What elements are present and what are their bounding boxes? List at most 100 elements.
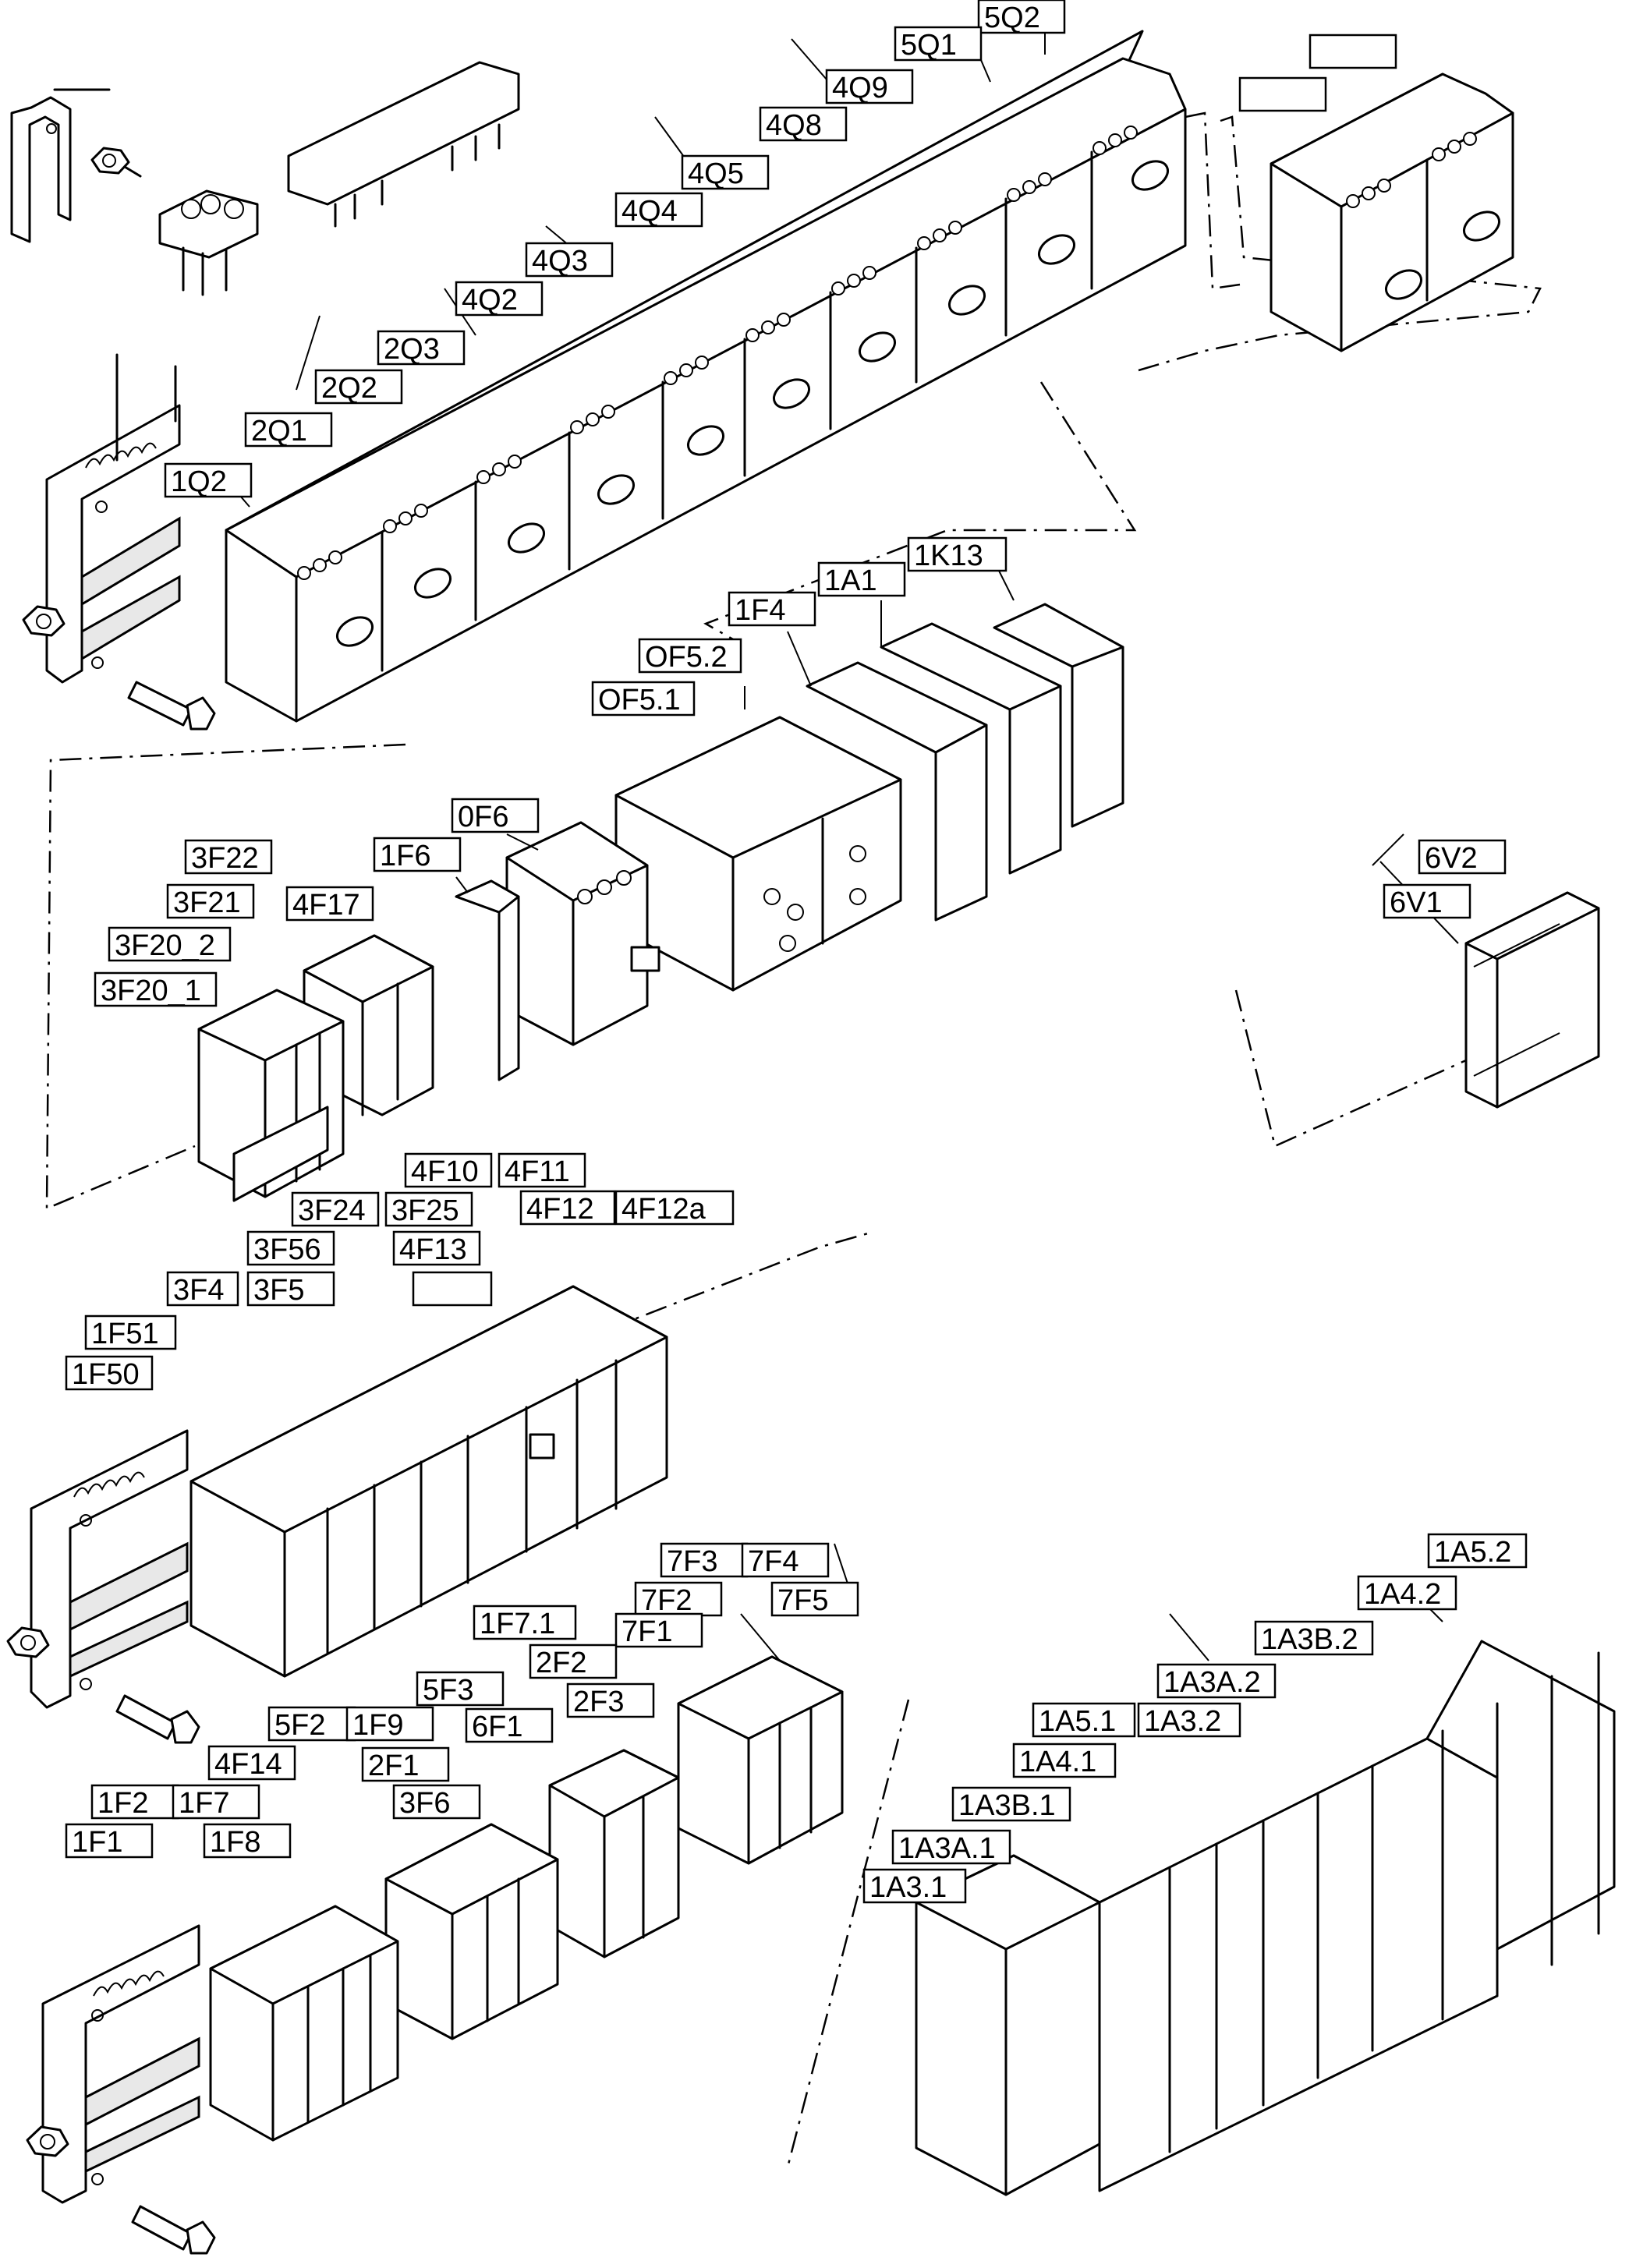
svg-text:4Q5: 4Q5 <box>688 157 744 190</box>
svg-text:4F12: 4F12 <box>526 1193 594 1226</box>
tag-3f24: 3F24 <box>291 1191 380 1227</box>
breaker-modules <box>381 150 1093 672</box>
tag-1a3-2: 1A3.2 <box>1137 1702 1241 1738</box>
tag-4q3: 4Q3 <box>525 242 614 278</box>
svg-text:1F4: 1F4 <box>735 594 785 627</box>
svg-text:1F8: 1F8 <box>210 1826 260 1859</box>
svg-text:3F20_2: 3F20_2 <box>115 929 215 962</box>
tag-6f1: 6F1 <box>465 1707 554 1743</box>
svg-text:1A3.1: 1A3.1 <box>869 1871 947 1904</box>
tag-4f11: 4F11 <box>498 1152 586 1188</box>
tag-7f4: 7F4 <box>741 1542 830 1578</box>
svg-text:1A5.2: 1A5.2 <box>1434 1536 1511 1569</box>
tag-2f3: 2F3 <box>566 1682 655 1718</box>
svg-text:4Q2: 4Q2 <box>462 284 518 317</box>
tag-2f2: 2F2 <box>529 1644 618 1679</box>
tag-blank-2 <box>1238 76 1327 112</box>
din-rail-mid-left <box>45 353 181 684</box>
hex-nut-bottom <box>26 2125 69 2157</box>
svg-text:5F3: 5F3 <box>423 1674 473 1707</box>
svg-text:1K13: 1K13 <box>914 540 983 572</box>
svg-text:4Q9: 4Q9 <box>832 72 888 104</box>
contactor-block-of5 <box>614 716 902 992</box>
tag-7f1: 7F1 <box>614 1612 703 1648</box>
tag-4q2: 4Q2 <box>455 281 544 317</box>
svg-text:2F2: 2F2 <box>536 1647 586 1679</box>
tag-1q2: 1Q2 <box>164 462 253 498</box>
tag-1a3a-2: 1A3A.2 <box>1156 1663 1277 1699</box>
svg-text:3F21: 3F21 <box>173 886 241 919</box>
tag-blank-1 <box>1309 34 1397 69</box>
tag-1a5-2: 1A5.2 <box>1427 1533 1528 1569</box>
tag-2q3: 2Q3 <box>377 330 466 366</box>
hex-bolt-lower-mid <box>115 1694 200 1744</box>
svg-text:6V2: 6V2 <box>1425 842 1478 875</box>
tag-6v2: 6V2 <box>1418 839 1507 875</box>
svg-text:3F22: 3F22 <box>191 842 259 875</box>
tag-1f9: 1F9 <box>345 1706 434 1742</box>
svg-text:3F24: 3F24 <box>298 1194 366 1227</box>
svg-text:4F13: 4F13 <box>399 1233 467 1266</box>
tag-3f4: 3F4 <box>166 1271 239 1307</box>
tag-3f20-1: 3F20_1 <box>94 971 218 1007</box>
svg-text:1F7: 1F7 <box>179 1787 229 1820</box>
svg-text:7F5: 7F5 <box>777 1584 828 1617</box>
din-rail-bottom-left <box>41 1924 200 2204</box>
svg-text:1A3B.1: 1A3B.1 <box>958 1789 1056 1822</box>
tag-1a3b-1: 1A3B.1 <box>951 1786 1071 1822</box>
tag-6v1: 6V1 <box>1383 883 1471 919</box>
svg-text:2Q1: 2Q1 <box>251 415 307 448</box>
spare-breaker-pair <box>1270 73 1514 352</box>
svg-text:3F20_1: 3F20_1 <box>101 975 201 1007</box>
svg-text:1F7.1: 1F7.1 <box>480 1608 555 1640</box>
tag-2f1: 2F1 <box>361 1746 450 1782</box>
hex-bolt-bottom <box>131 2205 216 2255</box>
busbar-connector <box>158 189 259 296</box>
tag-3f5: 3F5 <box>246 1271 335 1307</box>
hex-nut-mid <box>22 605 66 637</box>
tag-4f12: 4F12 <box>519 1190 616 1226</box>
tag-1a3a-1: 1A3A.1 <box>891 1829 1011 1865</box>
svg-text:1A4.1: 1A4.1 <box>1019 1746 1096 1778</box>
svg-text:3F5: 3F5 <box>253 1274 304 1307</box>
tag-5f2: 5F2 <box>267 1706 356 1742</box>
svg-text:OF5.2: OF5.2 <box>645 641 728 674</box>
svg-text:2F1: 2F1 <box>368 1750 419 1782</box>
breaker-assembly-bottom <box>209 1905 399 2142</box>
svg-text:1Q2: 1Q2 <box>171 465 227 498</box>
svg-text:4Q4: 4Q4 <box>621 195 678 228</box>
svg-text:7F1: 7F1 <box>621 1615 672 1648</box>
svg-text:7F4: 7F4 <box>748 1545 799 1578</box>
svg-text:6V1: 6V1 <box>1390 886 1443 919</box>
tag-of5-1: OF5.1 <box>591 681 696 716</box>
tag-7f2: 7F2 <box>634 1581 723 1617</box>
svg-text:2Q3: 2Q3 <box>384 333 440 366</box>
svg-text:1A3A.1: 1A3A.1 <box>898 1832 996 1865</box>
tag-1f2: 1F2 <box>90 1784 179 1820</box>
tag-2q1: 2Q1 <box>244 412 333 448</box>
tag-labels: 5Q2 5Q1 4Q9 4Q8 4Q5 4Q4 4Q3 4Q2 2Q3 2Q2 … <box>65 0 1528 1904</box>
tag-blank-3 <box>412 1271 493 1307</box>
tag-5q1: 5Q1 <box>894 26 983 62</box>
tag-7f3: 7F3 <box>660 1542 749 1578</box>
breaker-group-7f <box>677 1655 844 1865</box>
tag-4q5: 4Q5 <box>681 154 770 190</box>
nut-top <box>90 147 142 178</box>
tag-1k13: 1K13 <box>907 536 1008 572</box>
tag-of5-2: OF5.2 <box>638 638 742 674</box>
svg-text:4F12a: 4F12a <box>621 1193 706 1226</box>
svg-text:1A4.2: 1A4.2 <box>1364 1578 1441 1611</box>
relay-1k13 <box>993 603 1124 828</box>
tag-4q4: 4Q4 <box>614 192 703 228</box>
tag-1f7-1: 1F7.1 <box>473 1605 577 1640</box>
breaker-assembly-mid <box>189 1285 668 1678</box>
svg-text:1F51: 1F51 <box>91 1318 159 1350</box>
svg-text:7F3: 7F3 <box>667 1545 717 1578</box>
svg-text:1F9: 1F9 <box>352 1709 403 1742</box>
hex-bolt-mid <box>127 681 216 731</box>
breaker-group-2f <box>548 1749 680 1958</box>
svg-text:1A1: 1A1 <box>824 564 877 597</box>
tag-1f6: 1F6 <box>373 837 462 872</box>
motor-breaker-row-top <box>225 30 1187 723</box>
